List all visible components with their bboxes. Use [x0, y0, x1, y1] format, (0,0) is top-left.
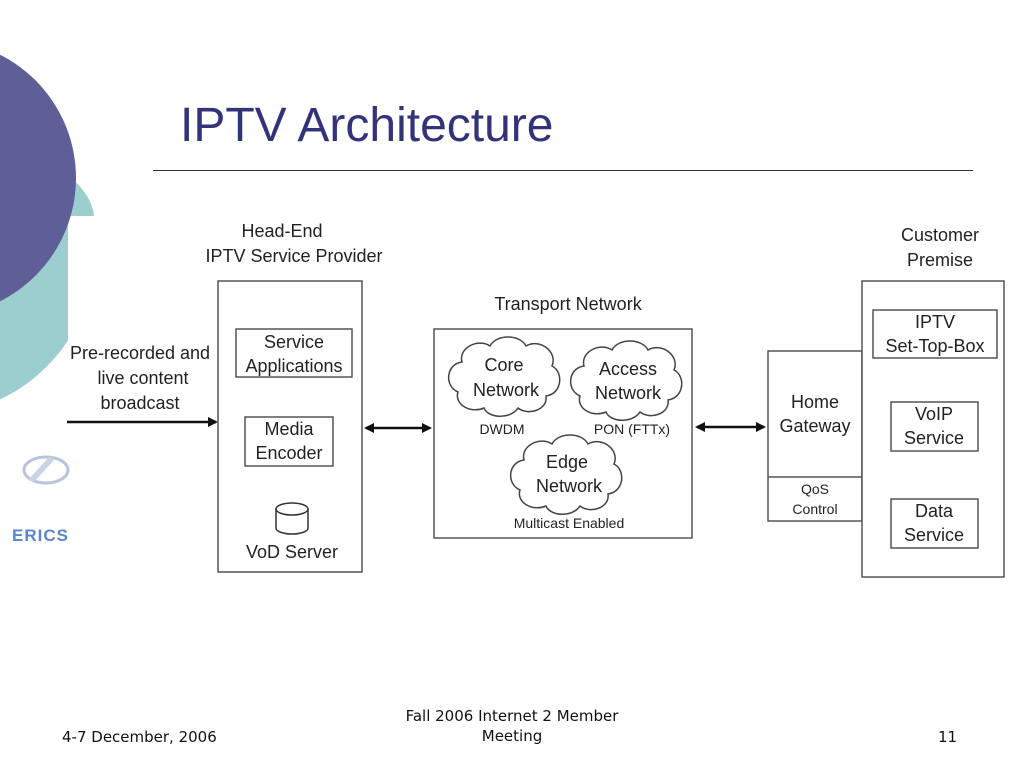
slide-decoration — [0, 54, 94, 400]
access-network-line-2: Network — [595, 383, 662, 403]
access-network-cloud — [570, 340, 683, 421]
decoration-circle-dark — [0, 54, 76, 302]
logo-icon — [22, 455, 70, 485]
access-network-line-1: Access — [599, 359, 657, 379]
input-label-line-2: live content — [97, 368, 188, 388]
core-network-sublabel: DWDM — [479, 421, 524, 437]
qos-control-line-2: Control — [792, 501, 837, 517]
logo-text: ERICS — [12, 526, 68, 545]
data-service-box — [890, 498, 979, 549]
title-divider — [153, 170, 973, 171]
set-top-box-line-2: Set-Top-Box — [885, 336, 984, 356]
footer-event-line-1: Fall 2006 Internet 2 Member — [405, 707, 619, 725]
voip-service-line-1: VoIP — [915, 404, 953, 424]
service-applications-box — [235, 328, 353, 378]
footer-event: Fall 2006 Internet 2 Member Meeting — [362, 706, 662, 746]
data-service-line-1: Data — [915, 501, 954, 521]
service-applications-line-1: Service — [264, 332, 324, 352]
service-applications-line-2: Applications — [245, 356, 342, 376]
transport-heading: Transport Network — [494, 294, 642, 314]
edge-network-sublabel: Multicast Enabled — [514, 515, 625, 531]
page-title: IPTV Architecture — [180, 99, 554, 152]
input-label-line-1: Pre-recorded and — [70, 343, 210, 363]
input-label-line-3: broadcast — [100, 393, 179, 413]
media-encoder-line-2: Encoder — [255, 443, 322, 463]
iptv-architecture-diagram: Pre-recorded and live content broadcast … — [67, 221, 1005, 578]
home-gateway-line-2: Gateway — [779, 416, 850, 436]
customer-heading-line-1: Customer — [901, 225, 979, 245]
media-encoder-line-1: Media — [264, 419, 314, 439]
footer-date: 4-7 December, 2006 — [62, 728, 217, 746]
vod-server-label: VoD Server — [246, 542, 338, 562]
voip-service-line-2: Service — [904, 428, 964, 448]
core-network-line-1: Core — [484, 355, 523, 375]
core-network-cloud — [448, 336, 561, 417]
media-encoder-box — [244, 416, 334, 467]
access-network-sublabel: PON (FTTx) — [594, 421, 670, 437]
qos-control-line-1: QoS — [801, 481, 829, 497]
footer-page-number: 11 — [938, 728, 958, 746]
voip-service-box — [890, 401, 979, 452]
edge-network-cloud — [510, 434, 623, 515]
footer-event-line-2: Meeting — [481, 727, 543, 745]
set-top-box-line-1: IPTV — [915, 312, 955, 332]
home-gateway-box — [767, 350, 863, 522]
set-top-box-box — [872, 309, 998, 359]
customer-heading-line-2: Premise — [907, 250, 973, 270]
home-gateway-line-1: Home — [791, 392, 839, 412]
edge-network-line-2: Network — [536, 476, 603, 496]
database-icon — [275, 502, 309, 535]
head-end-heading-line-1: Head-End — [241, 221, 322, 241]
head-end-heading-line-2: IPTV Service Provider — [205, 246, 382, 266]
core-network-line-2: Network — [473, 380, 540, 400]
edge-network-line-1: Edge — [546, 452, 588, 472]
data-service-line-2: Service — [904, 525, 964, 545]
